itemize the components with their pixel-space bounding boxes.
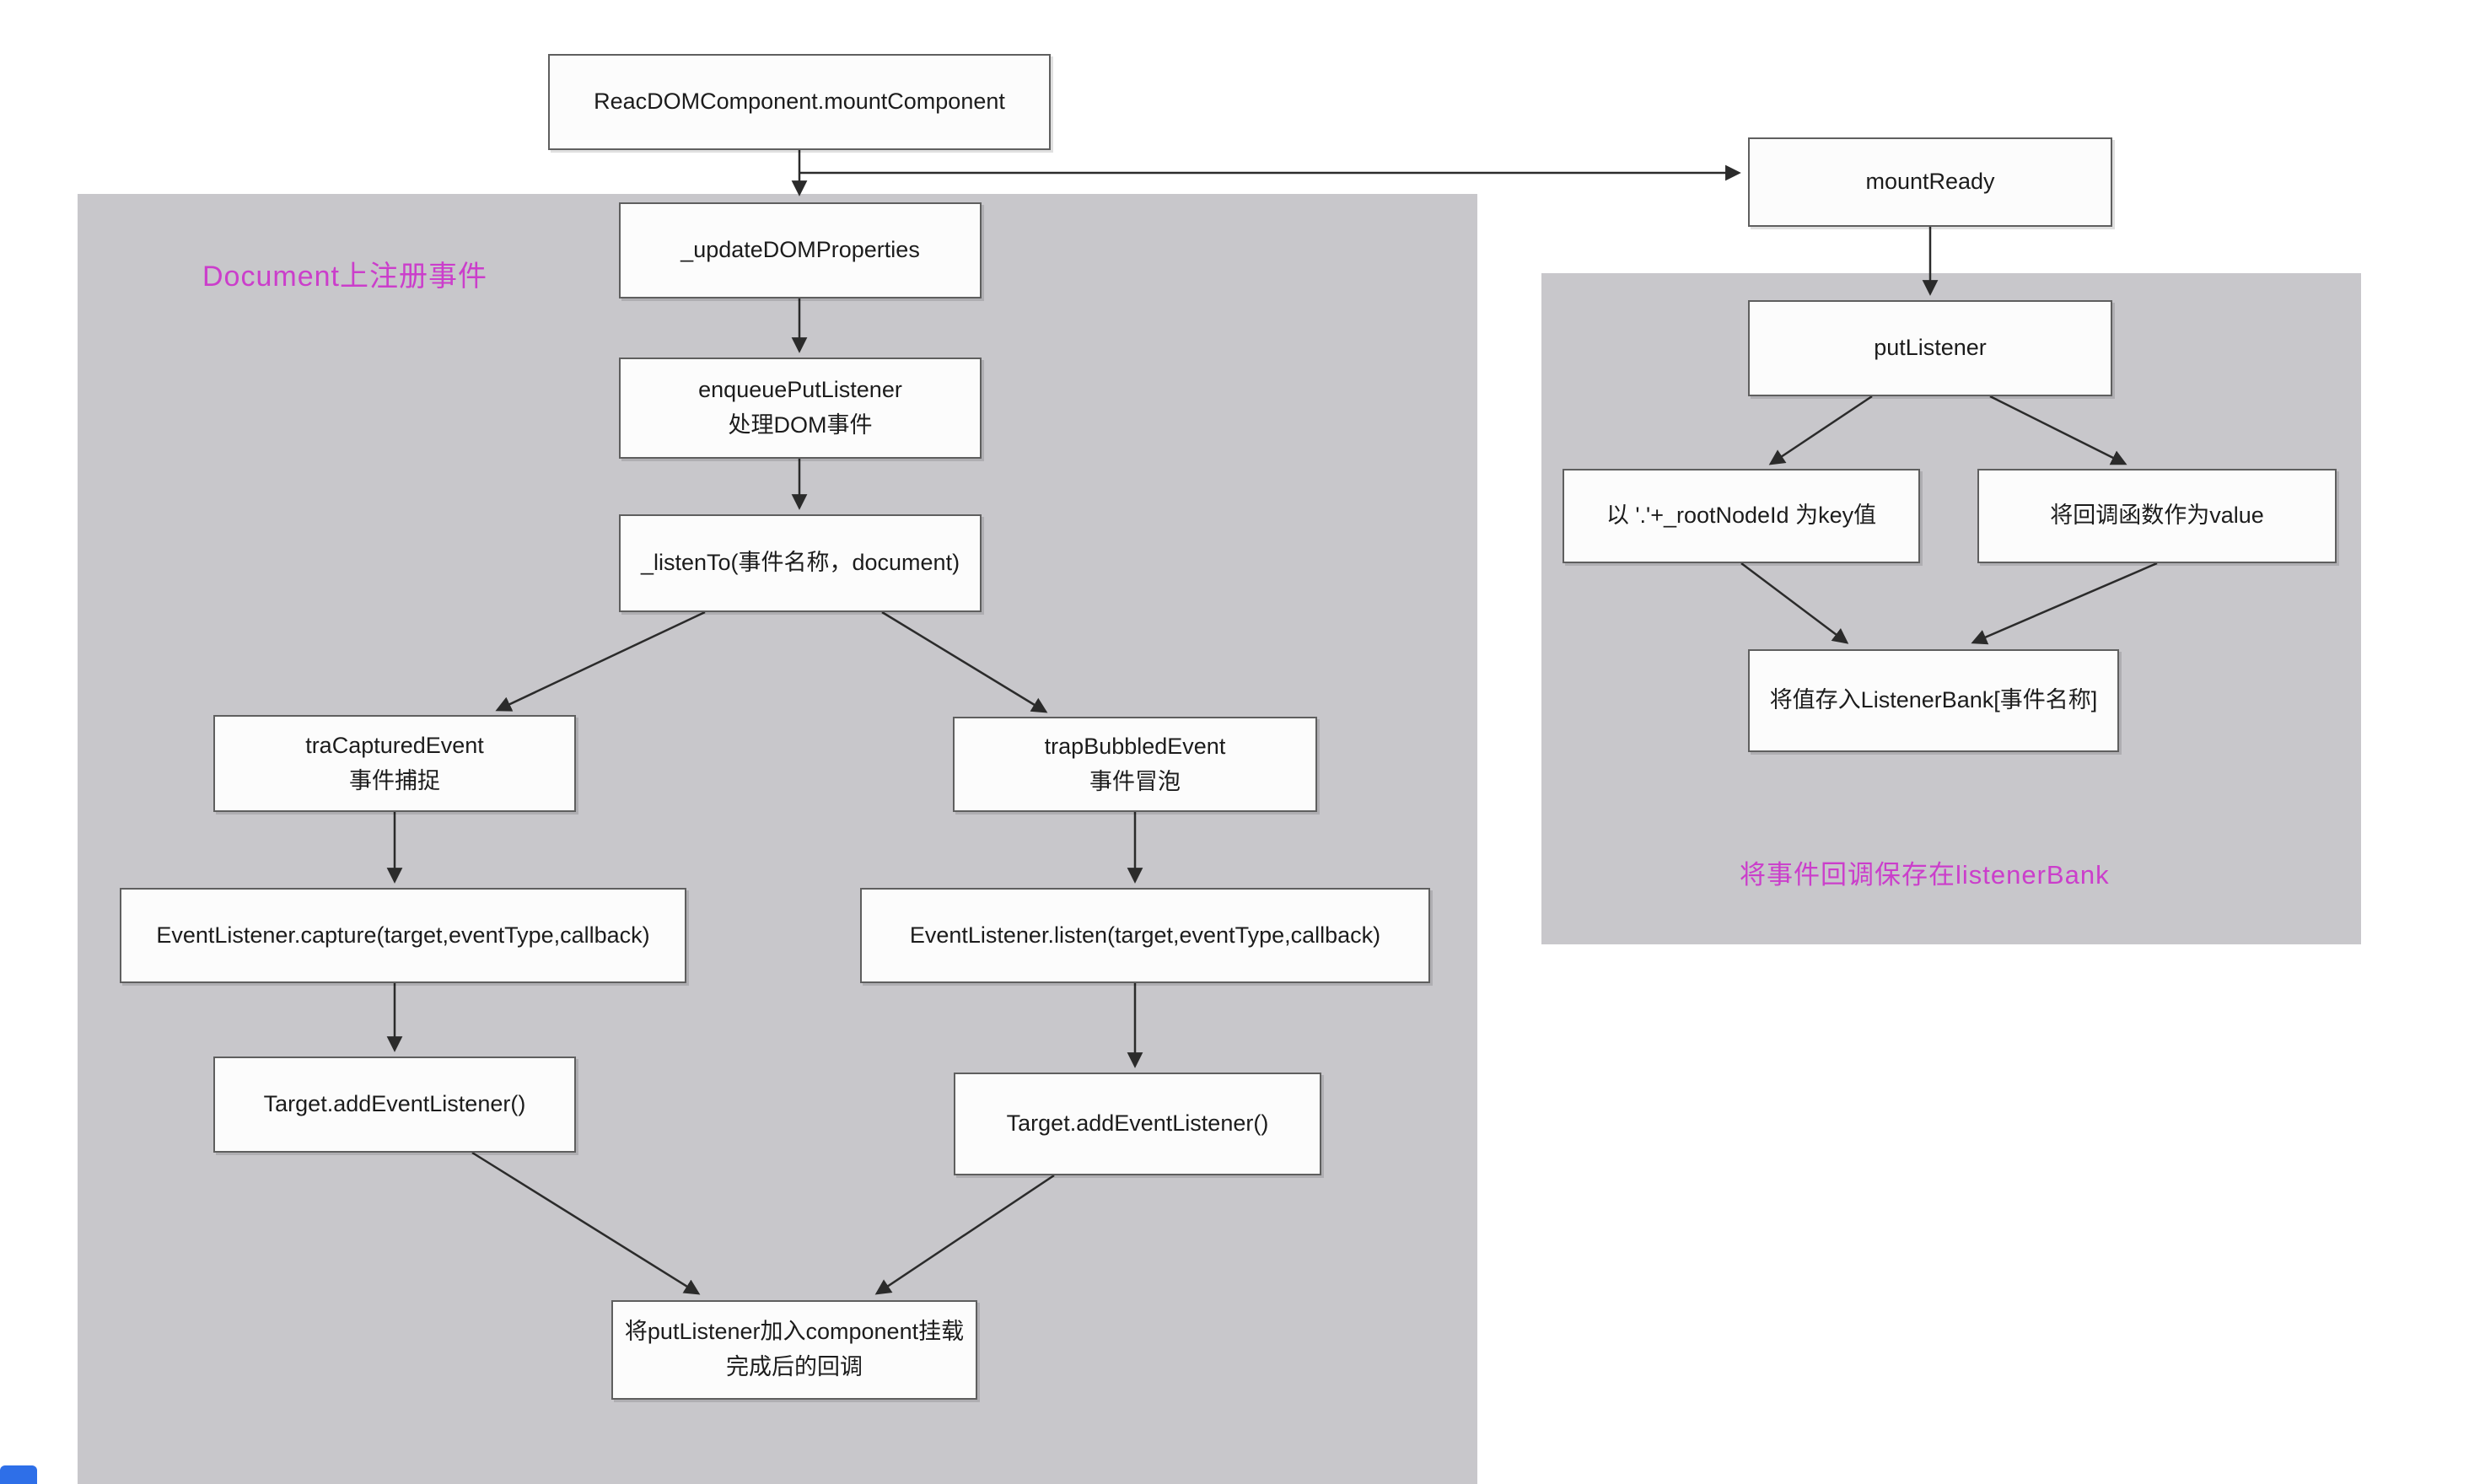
document-panel-title: Document上注册事件 bbox=[202, 261, 487, 293]
node-label: 事件冒泡 bbox=[1089, 768, 1181, 794]
node-enqueue-put-listener: enqueuePutListener 处理DOM事件 bbox=[619, 358, 982, 459]
node-label: putListener bbox=[1874, 335, 1987, 361]
node-label: EventListener.listen(target,eventType,ca… bbox=[909, 922, 1381, 948]
node-label: 完成后的回调 bbox=[726, 1354, 863, 1379]
node-root-node-key: 以 '.'+_rootNodeId 为key值 bbox=[1563, 469, 1920, 563]
node-label: 将值存入ListenerBank[事件名称] bbox=[1769, 687, 2098, 713]
node-label: mountReady bbox=[1865, 169, 1995, 195]
node-label: enqueuePutListener bbox=[698, 377, 902, 403]
node-target-add-event-listener-right: Target.addEventListener() bbox=[954, 1073, 1321, 1175]
node-event-listener-listen: EventListener.listen(target,eventType,ca… bbox=[860, 888, 1430, 983]
node-trap-bubbled-event: trapBubbledEvent 事件冒泡 bbox=[953, 717, 1317, 812]
node-mount-ready: mountReady bbox=[1748, 137, 2112, 227]
node-tra-captured-event: traCapturedEvent 事件捕捉 bbox=[213, 715, 576, 812]
node-label: ReacDOMComponent.mountComponent bbox=[594, 89, 1005, 115]
node-label: 将putListener加入component挂载 bbox=[624, 1319, 965, 1345]
node-put-listener-mount-callback: 将putListener加入component挂载 完成后的回调 bbox=[611, 1300, 977, 1400]
node-listener-bank-store: 将值存入ListenerBank[事件名称] bbox=[1748, 649, 2119, 752]
node-label: traCapturedEvent bbox=[305, 732, 484, 758]
node-label: EventListener.capture(target,eventType,c… bbox=[156, 922, 650, 948]
node-label: Target.addEventListener() bbox=[1006, 1110, 1269, 1137]
node-mount-component: ReacDOMComponent.mountComponent bbox=[548, 54, 1051, 150]
node-label: Target.addEventListener() bbox=[263, 1091, 526, 1117]
node-label: 以 '.'+_rootNodeId 为key值 bbox=[1606, 503, 1877, 529]
node-callback-as-value: 将回调函数作为value bbox=[1977, 469, 2337, 563]
node-label: 将回调函数作为value bbox=[2050, 503, 2264, 529]
dock-icon-fragment bbox=[0, 1465, 37, 1484]
node-label: _listenTo(事件名称，document) bbox=[640, 550, 960, 576]
node-listen-to: _listenTo(事件名称，document) bbox=[619, 514, 982, 612]
node-label: 处理DOM事件 bbox=[728, 412, 873, 438]
node-label: 事件捕捉 bbox=[349, 767, 440, 793]
node-update-dom-properties: _updateDOMProperties bbox=[619, 202, 982, 298]
node-put-listener: putListener bbox=[1748, 300, 2112, 396]
listener-bank-panel-title: 将事件回调保存在listenerBank bbox=[1740, 860, 2110, 890]
node-label: trapBubbledEvent bbox=[1044, 733, 1226, 759]
node-event-listener-capture: EventListener.capture(target,eventType,c… bbox=[120, 888, 686, 983]
node-target-add-event-listener-left: Target.addEventListener() bbox=[213, 1057, 576, 1153]
node-label: _updateDOMProperties bbox=[680, 237, 920, 263]
